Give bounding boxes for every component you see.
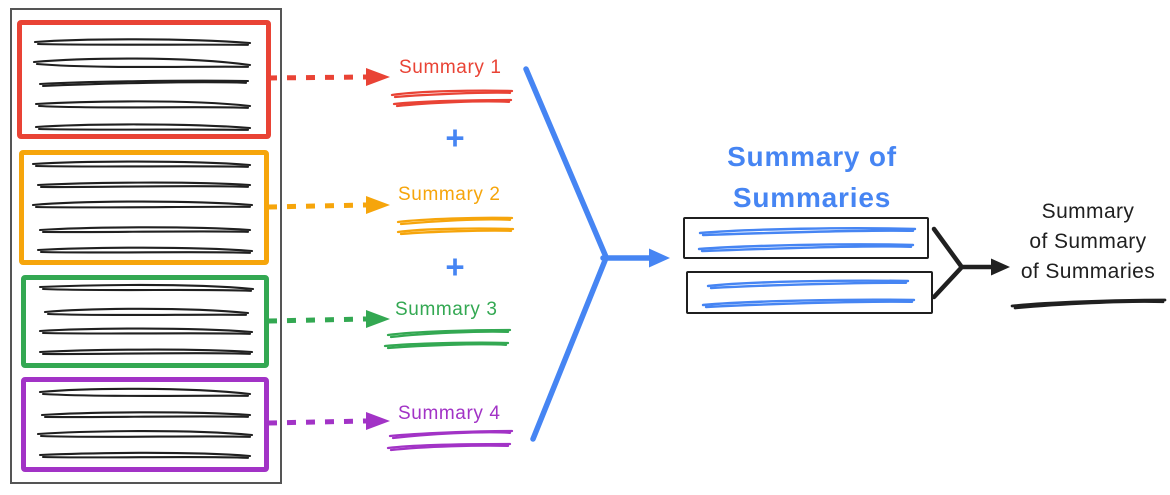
summary-1-label: Summary 1 [399, 57, 502, 78]
scribble-line [383, 341, 510, 348]
scribble-line [390, 89, 514, 97]
summary-3-label: Summary 3 [395, 299, 498, 320]
summary-2-label: Summary 2 [398, 184, 501, 205]
scribble-line [389, 444, 510, 452]
scribble-line [396, 216, 514, 224]
merge-arrow-blue [523, 66, 670, 442]
scribble-line [386, 328, 512, 337]
document-chunk-1 [17, 20, 271, 139]
dashed-arrow-chunk3-to-summary3 [267, 310, 390, 328]
dashed-arrow-chunk2-to-summary2 [267, 196, 390, 214]
scribble-line [399, 229, 513, 236]
summary-page-1 [683, 217, 929, 259]
plus-operator-2: + [445, 248, 465, 285]
summary-of-summaries-title: Summary of Summaries [694, 136, 930, 218]
scribble-line [399, 218, 512, 226]
scribble-line [1013, 300, 1165, 310]
merge-arrow-black [931, 226, 1010, 300]
source-document-stack [10, 8, 282, 484]
scribble-line [386, 343, 508, 350]
final-summary-label: Summary of Summary of Summaries [1008, 197, 1168, 287]
summary-4-label: Summary 4 [398, 403, 501, 424]
scribble-line [386, 442, 512, 450]
scribble-line [395, 100, 511, 108]
final-line-2: of Summary [1029, 230, 1147, 253]
scribble-line [392, 98, 513, 106]
title-line-1: Summary of [727, 141, 897, 172]
scribble-line [391, 431, 512, 440]
scribble-line [1010, 298, 1167, 308]
final-line-3: of Summaries [1020, 260, 1156, 283]
scribble-line [389, 330, 510, 339]
document-chunk-3 [21, 275, 269, 368]
document-chunk-4 [21, 377, 269, 472]
plus-operator-1: + [445, 119, 465, 156]
dashed-arrow-chunk4-to-summary4 [267, 412, 390, 430]
scribble-line [388, 429, 514, 438]
dashed-arrow-chunk1-to-summary1 [267, 68, 390, 86]
scribble-line [393, 91, 512, 99]
final-line-1: Summary [1041, 200, 1135, 223]
document-chunk-2 [19, 150, 269, 265]
title-line-2: Summaries [732, 182, 892, 213]
scribble-line [396, 227, 515, 234]
summary-page-2 [686, 271, 933, 314]
